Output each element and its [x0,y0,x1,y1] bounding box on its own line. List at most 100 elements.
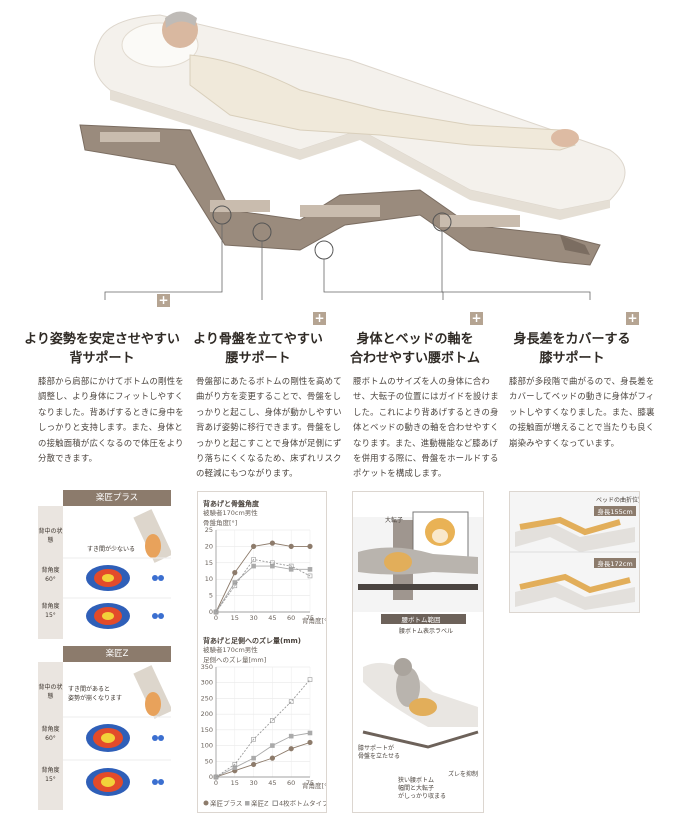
chart-subtitle: 被験者170cm男性 [203,508,258,517]
charts-svg: 背あげと骨盤角度 被験者170cm男性 骨盤角度[°] 背角度[°] 05101… [201,499,330,808]
legend-marker-z [245,801,250,806]
data-point [288,563,294,569]
x-tick-label: 60 [287,779,295,787]
row-label-back: 背中の状態 [38,528,63,544]
feature-title-back-support: より姿勢を安定させやすい 背サポート [22,330,182,368]
data-point [270,743,275,748]
data-point [250,543,257,550]
x-tick-label: 75 [306,614,314,622]
chart-axes [215,530,310,613]
slip-amount-chart: 背あげと足側へのズレ量(mm) 被験者170cm男性 足側へのズレ量[mm] 背… [201,636,330,790]
waist-bottom-label-1: 狭い腰ボトム [398,776,434,784]
y-tick-label: 150 [201,726,213,734]
legend-label-4bottom: 4枚ボトムタイプ [279,799,326,808]
legend-marker-plus [203,800,209,806]
series-line-3 [215,559,311,613]
data-point [213,609,219,615]
chart-subtitle: 被験者170cm男性 [203,645,258,654]
y-tick-label: 350 [201,663,213,671]
x-tick-label: 0 [214,779,218,787]
pressure-map-z [63,665,171,796]
x-tick-label: 75 [306,779,314,787]
series-line-1 [215,742,311,778]
feature-marker-1: + [157,293,170,307]
waist-bottom-label-3: がしっかり収まる [398,792,446,800]
legend-label-z: 楽匠Z [251,799,269,808]
data-point [251,755,256,761]
feature-marker-3: + [470,311,483,325]
data-point [251,557,256,562]
x-tick-label: 0 [214,614,218,622]
chart-title: 背あげと足側へのズレ量(mm) [203,636,301,645]
y-tick-label: 20 [205,542,213,550]
data-point [269,755,275,761]
data-point [270,560,275,566]
waist-bottom-illustration: 腰ボトム範囲 腰ボトム表示ラベル 大転子 膝サポートが 骨盤を立たせる 狭い腰ボ… [353,511,483,800]
row-label-back-z: 背中の状態 [38,684,63,700]
x-tick-label: 60 [287,614,295,622]
y-tick-label: 50 [205,757,213,765]
y-tick-label: 0 [209,773,213,781]
knee-pelvis-label-1: 膝サポートが [358,744,394,752]
x-tick-label: 30 [249,614,257,622]
feature-title-waist-bottom: 身体とベッドの軸を 合わせやすい腰ボトム [335,330,495,368]
feature-title-line1: 身長差をカバーする [513,332,631,347]
waist-bottom-label-2: 幅間と大転子 [398,784,434,792]
chart-title: 背あげと骨盤角度 [203,499,260,508]
feature-body-waist-support: 骨盤部にあたるボトムの剛性を高めて曲がり方を変更することで、骨盤をしっかりと起こ… [196,376,342,479]
legend-marker-4bottom [272,800,278,806]
feature-body-waist-bottom: 腰ボトムのサイズを人の身体に合わせ、大転子の位置にはガイドを設けました。これによ… [353,376,499,479]
knee-pelvis-label-2: 骨盤を立たせる [358,752,400,760]
data-point [288,543,294,550]
chart-xlabel: 背角度[°] [302,781,326,790]
data-point [232,765,238,770]
feature-marker-2: + [313,311,326,325]
y-tick-label: 250 [201,694,213,702]
data-point [288,567,294,572]
data-point [307,677,313,682]
data-point [307,567,313,572]
y-tick-label: 0 [209,608,213,616]
series-line-2 [215,565,310,613]
series-line-2 [215,732,311,778]
feature-title-line2: 膝サポート [539,351,605,366]
data-point [232,583,238,589]
legend-label-plus: 楽匠プラス [210,799,242,808]
bend-position-label: ベッドの曲折位置 [596,496,639,504]
chart-ylabel: 骨盤角度[°] [203,518,237,527]
feature-title-waist-support: より骨盤を立てやすい 腰サポート [178,330,338,368]
data-point [307,730,313,736]
chart-ylabel: 足側へのズレ量[mm] [203,655,266,664]
x-tick-label: 15 [231,614,239,622]
waist-bottom-panel: 腰ボトム範囲 腰ボトム表示ラベル 大転子 膝サポートが 骨盤を立たせる 狭い腰ボ… [352,491,484,813]
data-point [251,736,256,742]
y-tick-label: 10 [205,575,213,583]
pressure-note-bottom: すき間があると姿勢が崩くなります [68,686,123,702]
data-point [307,739,313,746]
data-point [307,573,313,579]
height-155-label: 身長155cm [597,507,632,516]
x-tick-label: 15 [231,779,239,787]
y-tick-label: 15 [205,559,213,567]
feature-title-line2: 合わせやすい腰ボトム [349,351,480,366]
data-point [269,540,275,546]
feature-body-back-support: 膝部から肩部にかけてボトムの剛性を調整し、より身体にフィットしやすくなりました。… [38,376,184,464]
y-tick-label: 25 [205,526,213,534]
pressure-header-z: 楽匠Z [63,646,171,662]
y-tick-label: 300 [201,679,213,687]
data-point [232,570,238,576]
series-line-1 [215,542,310,613]
pressure-row-labels [38,506,63,639]
feature-body-knee-support: 膝部が多段階で曲がるので、身長差をカバーしてベッドの動きに身体がフィットしやすく… [509,376,655,448]
feature-title-line2: 背サポート [69,351,135,366]
chart-xlabel: 背角度[°] [302,616,326,625]
chart-axes [215,667,310,778]
height-illustration: ベッドの曲折位置 身長155cm 身長172cm [510,492,644,612]
series-line-3 [215,679,311,778]
pressure-header-plus: 楽匠プラス [63,490,171,506]
